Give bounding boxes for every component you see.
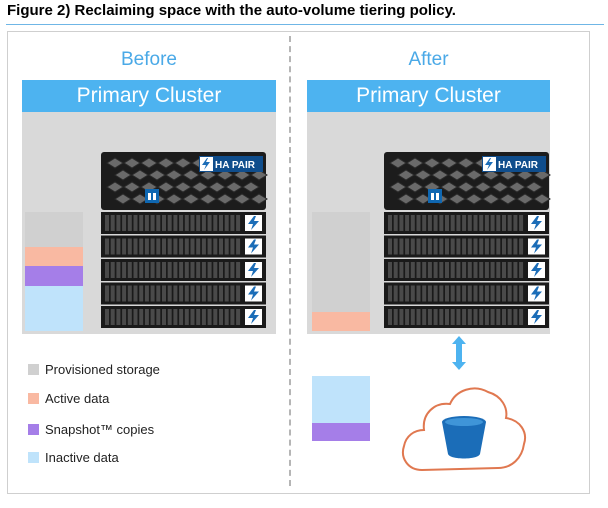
ha-pair-label: HA PAIR: [215, 160, 256, 171]
before-inactive-segment: [25, 286, 83, 331]
legend-swatch: [28, 364, 39, 375]
legend-swatch: [28, 424, 39, 435]
before-active-segment: [25, 247, 83, 266]
figure-frame: [7, 31, 590, 494]
after-provisioned-segment: [312, 212, 370, 312]
panel-divider: [289, 36, 291, 486]
netapp-logo-icon: [145, 189, 159, 203]
cloud-inactive-segment: [312, 376, 370, 423]
ha-pair-badge: [199, 156, 263, 172]
after-cluster-banner: Primary Cluster: [307, 80, 550, 112]
legend-label: Provisioned storage: [45, 362, 160, 377]
tiering-arrow-icon: [452, 336, 466, 370]
legend-swatch: [28, 393, 39, 404]
bucket-icon: [442, 416, 486, 459]
legend-label: Snapshot™ copies: [45, 422, 155, 437]
after-active-segment: [312, 312, 370, 331]
title-rule: [6, 24, 604, 25]
before-ha-pair-system: HA PAIR: [101, 152, 268, 328]
netapp-logo-icon: [428, 189, 442, 203]
before-provisioned-segment: [25, 212, 83, 247]
before-cluster-banner: Primary Cluster: [22, 80, 276, 112]
legend-label: Inactive data: [45, 450, 119, 465]
ha-pair-label: HA PAIR: [498, 160, 539, 171]
legend-label: Active data: [45, 391, 110, 406]
ha-pair-badge: [482, 156, 546, 172]
cloud-icon: [402, 387, 526, 472]
after-heading: After: [408, 49, 449, 70]
before-snapshot-segment: [25, 266, 83, 286]
after-ha-pair-system: HA PAIR: [384, 152, 551, 328]
figure-title: Figure 2) Reclaiming space with the auto…: [7, 2, 456, 19]
legend-swatch: [28, 452, 39, 463]
before-heading: Before: [121, 49, 177, 70]
cloud-snapshot-segment: [312, 423, 370, 441]
